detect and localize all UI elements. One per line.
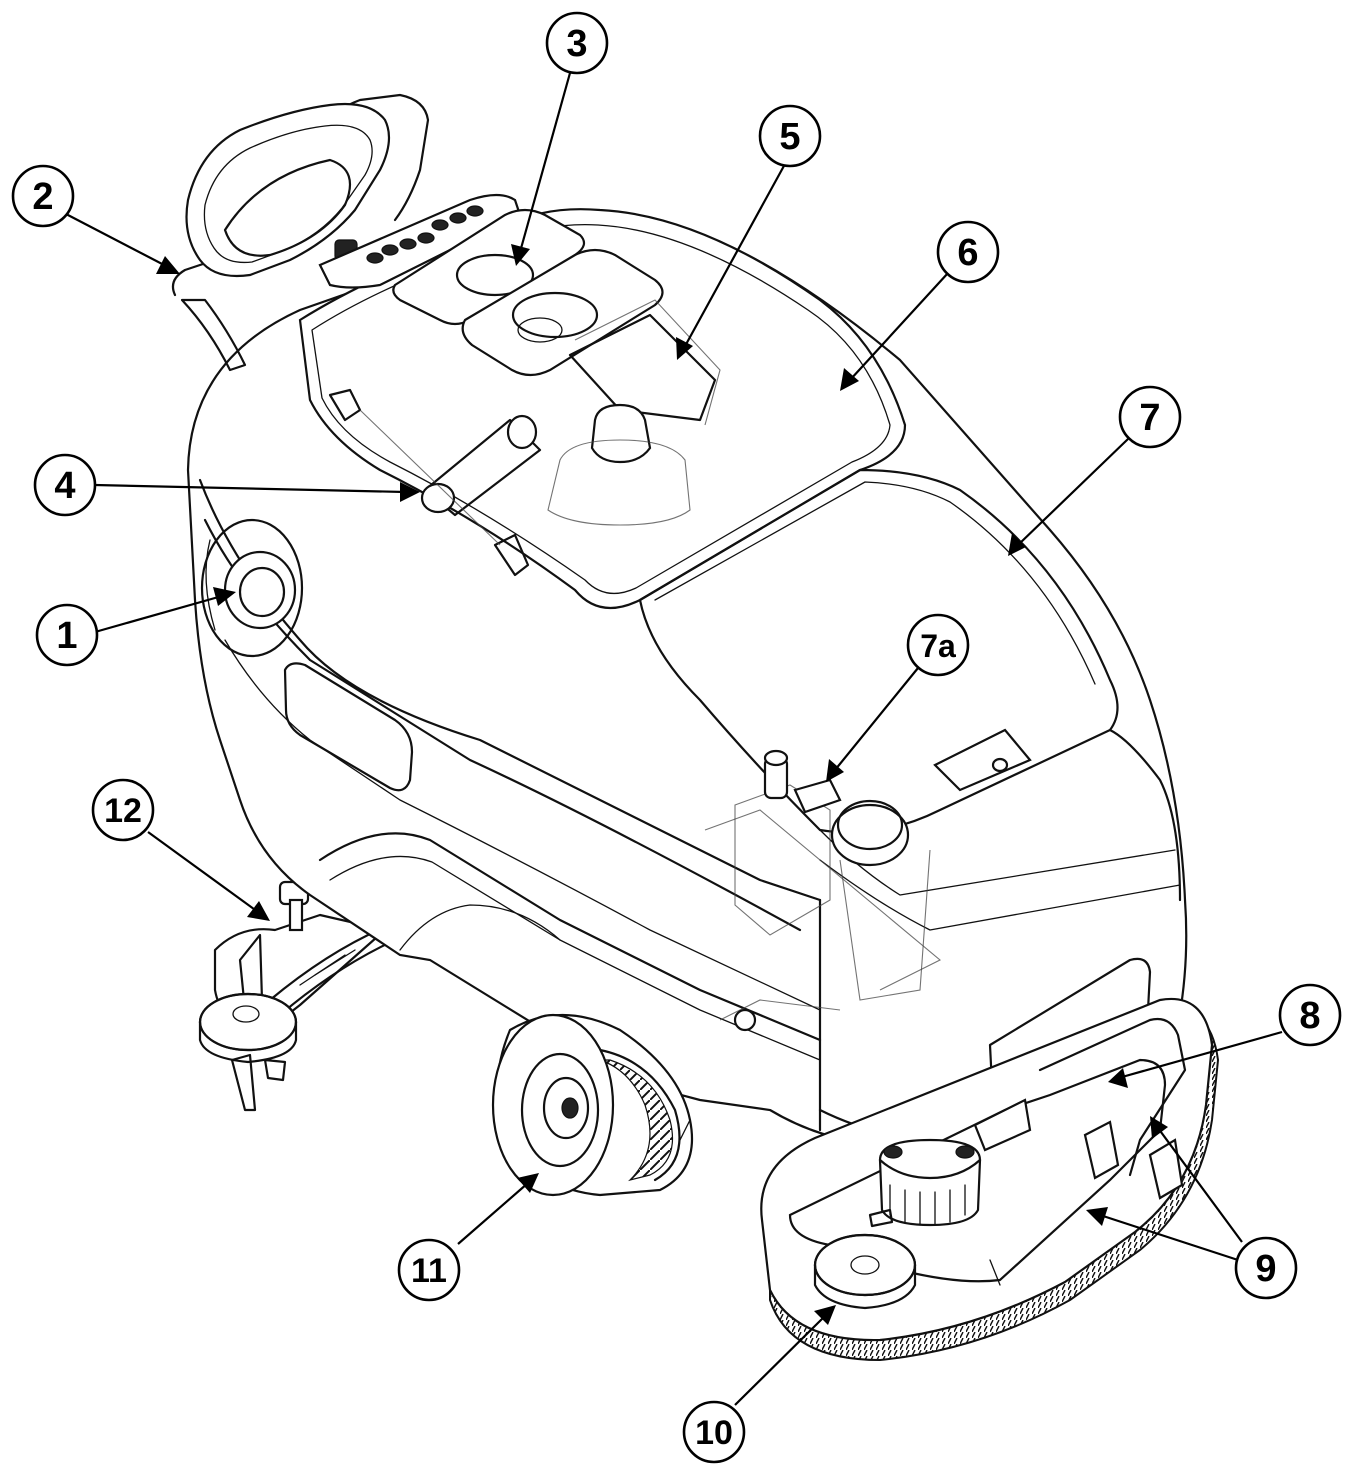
callout-2: 2 bbox=[11, 164, 75, 228]
handle-and-console bbox=[171, 93, 522, 372]
callout-7: 7 bbox=[1118, 385, 1182, 449]
callout-5: 5 bbox=[758, 104, 822, 168]
callout-6: 6 bbox=[936, 220, 1000, 284]
callout-11: 11 bbox=[397, 1238, 461, 1302]
callout-3: 3 bbox=[545, 11, 609, 75]
callout-11-label: 11 bbox=[411, 1252, 447, 1290]
callout-7a: 7a bbox=[906, 613, 970, 677]
callout-10-label: 10 bbox=[695, 1414, 733, 1452]
drain-plug bbox=[200, 518, 304, 658]
callout-5-label: 5 bbox=[779, 116, 800, 158]
brush-deck bbox=[760, 997, 1220, 1362]
callout-3-label: 3 bbox=[566, 23, 587, 65]
callout-1: 1 bbox=[35, 603, 99, 667]
drive-wheel bbox=[491, 1013, 694, 1197]
callout-9: 9 bbox=[1234, 1236, 1298, 1300]
callout-4-label: 4 bbox=[54, 465, 75, 507]
callout-12-label: 12 bbox=[104, 792, 142, 830]
console-buttons bbox=[366, 205, 484, 264]
recovery-hose bbox=[328, 388, 542, 577]
callout-7-label: 7 bbox=[1139, 397, 1160, 439]
callout-8: 8 bbox=[1278, 983, 1342, 1047]
machine-illustration bbox=[171, 93, 1220, 1362]
callout-10: 10 bbox=[682, 1400, 746, 1464]
callout-2-label: 2 bbox=[32, 176, 53, 218]
callout-12: 12 bbox=[91, 778, 155, 842]
leader-lines bbox=[65, 72, 1283, 1406]
callout-6-label: 6 bbox=[957, 232, 978, 274]
rear-squeegee-assembly bbox=[198, 880, 397, 1112]
callout-9-label: 9 bbox=[1255, 1248, 1276, 1290]
solution-tank-internals bbox=[704, 728, 1032, 1032]
callout-4: 4 bbox=[33, 453, 97, 517]
callout-8-label: 8 bbox=[1299, 995, 1320, 1037]
callout-1-label: 1 bbox=[56, 615, 77, 657]
callout-7a-label: 7a bbox=[920, 628, 956, 664]
